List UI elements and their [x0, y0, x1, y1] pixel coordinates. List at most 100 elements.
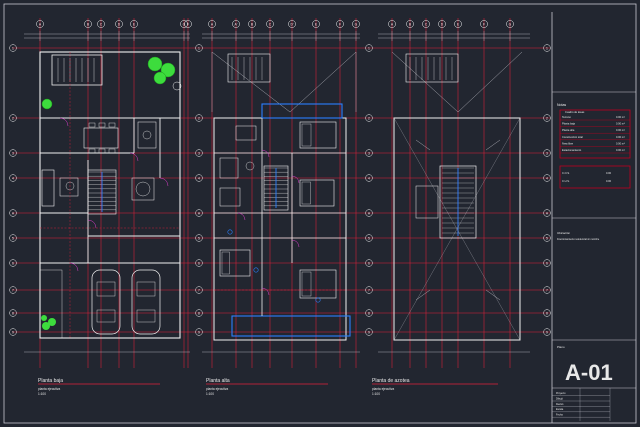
grid-col-bubble — [388, 20, 396, 28]
grid-row-bubble — [543, 114, 551, 122]
grid-col-bubble — [97, 20, 105, 28]
roof-vent-box — [51, 54, 103, 86]
grid-col-label: C — [269, 22, 272, 26]
floor-plan-ground — [39, 51, 182, 339]
grid-row-bubble — [365, 44, 373, 52]
grid-row-label: A — [546, 211, 549, 215]
grid-col-bubble — [406, 20, 414, 28]
staircase — [263, 165, 289, 211]
plan-subtitle-text: planta ejecutiva — [38, 387, 60, 391]
grid-row-bubble — [365, 309, 373, 317]
area-row-value: 0.00 m² — [616, 128, 625, 132]
grid-row-label: 6 — [368, 261, 370, 265]
area-row-label: Planta baja — [562, 122, 576, 126]
grid-col-label: F — [483, 22, 485, 26]
car-rear-window — [96, 309, 116, 323]
pillow — [221, 251, 230, 275]
grid-col-label: C — [100, 22, 103, 26]
coffee-table — [59, 177, 79, 197]
area-table-header: Cuadro de áreas — [565, 110, 585, 114]
grid-row-label: 8 — [12, 311, 14, 315]
grid-row-bubble — [195, 286, 203, 294]
area-row-value: 0.00 m² — [616, 122, 625, 126]
fixture — [253, 267, 259, 273]
plan-scale-text: 1:100 — [372, 392, 380, 396]
grid-col-bubble — [115, 20, 123, 28]
grid-row-label: 3 — [546, 151, 548, 155]
grid-col-bubble — [130, 20, 138, 28]
chair — [88, 122, 96, 128]
grid-row-bubble — [365, 114, 373, 122]
grid-col-bubble — [36, 20, 44, 28]
closet — [219, 187, 241, 207]
staircase — [87, 169, 117, 215]
location-header: Ubicación — [557, 231, 571, 235]
grid-row-label: 8 — [546, 311, 548, 315]
roof-slope — [457, 51, 523, 113]
chair — [108, 122, 116, 128]
mini-table-rows: C.O.S.0.00C.U.S.0.00 — [562, 171, 612, 183]
grid-col-label: B — [409, 22, 412, 26]
grid-col-bubble — [232, 20, 240, 28]
car-rear-window — [136, 309, 156, 323]
garden-bed — [39, 269, 63, 339]
grid-row-label: 6 — [198, 261, 200, 265]
grid-col-label: G — [355, 22, 358, 26]
outer-wall — [39, 51, 181, 339]
door-swing — [291, 175, 300, 184]
grid-col-label: E — [457, 22, 460, 26]
grid-row-bubble — [543, 44, 551, 52]
grid-row-label: 5 — [546, 236, 548, 240]
grid-row-label: 3 — [368, 151, 370, 155]
chair — [98, 122, 106, 128]
grid-row-label: 8 — [368, 311, 370, 315]
grid-col-bubble — [480, 20, 488, 28]
slope-arrow — [415, 289, 431, 301]
car — [131, 269, 161, 335]
grid-col-label: B — [87, 22, 90, 26]
door-swing — [261, 149, 270, 158]
grid-row-bubble — [543, 174, 551, 182]
roof-hatch — [439, 165, 477, 239]
grid-col-bubble — [248, 20, 256, 28]
plan-title-text: Planta alta — [206, 378, 230, 384]
grid-col-bubble — [422, 20, 430, 28]
door-swing — [291, 239, 300, 248]
fixture — [227, 229, 233, 235]
roof-diagonal — [393, 117, 521, 341]
sheet-border — [3, 3, 637, 424]
bed — [299, 269, 337, 299]
plan-title-text: Planta de azotea — [372, 378, 410, 384]
location-text: Fraccionamiento residencial sin nombre — [557, 238, 600, 241]
grid-row-bubble — [365, 209, 373, 217]
grid-col-label: D — [118, 22, 121, 26]
vanity — [235, 125, 257, 141]
area-table — [559, 109, 631, 159]
grid-row-label: 1 — [12, 46, 14, 50]
fixture — [315, 297, 321, 303]
shrub — [42, 322, 50, 330]
grid-col-bubble — [336, 20, 344, 28]
pillow — [301, 123, 312, 147]
area-row-label: Área libre — [562, 141, 574, 145]
grid-row-label: 9 — [368, 330, 370, 334]
grid-row-label: 1 — [546, 46, 548, 50]
grid-col-label: A — [391, 22, 394, 26]
floor-plan-upper — [211, 51, 357, 341]
bed — [219, 249, 251, 277]
tree — [153, 71, 167, 85]
footer-row-label: Revisó — [556, 403, 564, 406]
area-row-label: Planta alta — [562, 128, 575, 132]
bath-tub — [219, 157, 239, 179]
plan-scale-text: 1:100 — [206, 392, 214, 396]
grid-row-bubble — [543, 286, 551, 294]
grid-row-label: 4 — [546, 176, 548, 180]
grid-row-label: 6 — [546, 261, 548, 265]
door-swing — [69, 262, 79, 272]
grid-row-label: A — [12, 211, 15, 215]
grid-row-bubble — [365, 149, 373, 157]
area-row-value: 0.00 m² — [616, 141, 625, 145]
grid-col-label: C — [425, 22, 428, 26]
area-row-value: 0.00 m² — [616, 135, 625, 139]
